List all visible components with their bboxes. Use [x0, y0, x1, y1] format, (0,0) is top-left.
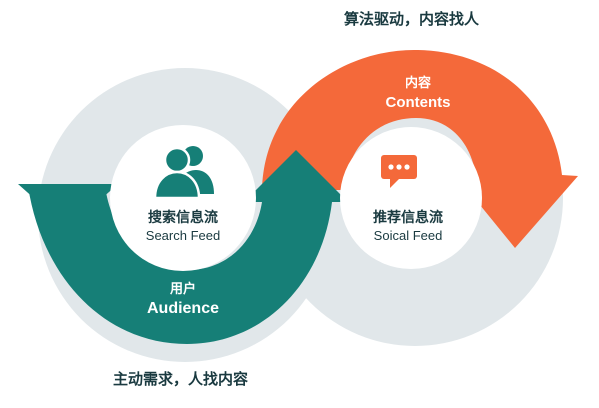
- caption-algorithm-driven: 算法驱动，内容找人: [344, 10, 480, 28]
- contents-label-en: Contents: [386, 94, 451, 111]
- contents-arrow: [262, 49, 578, 248]
- left-hub-title-cn: 搜索信息流: [148, 209, 218, 226]
- audience-arrow-tail: [18, 184, 118, 200]
- chat-bubble-icon: [381, 155, 417, 188]
- audience-arrow: [28, 150, 348, 344]
- left-hub-title-en: Search Feed: [146, 228, 220, 243]
- right-hub-title-en: Soical Feed: [374, 228, 443, 243]
- audience-label-en: Audience: [147, 300, 219, 317]
- caption-active-demand: 主动需求，人找内容: [113, 370, 249, 388]
- users-icon: [153, 146, 214, 200]
- audience-label-cn: 用户: [169, 281, 196, 297]
- right-hub-title-cn: 推荐信息流: [373, 209, 443, 226]
- right-hub: [340, 127, 482, 269]
- contents-label-cn: 内容: [405, 75, 431, 91]
